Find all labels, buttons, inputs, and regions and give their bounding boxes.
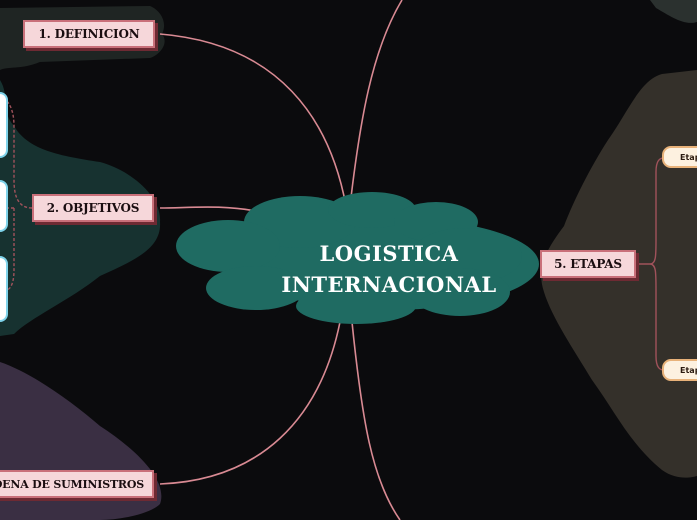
top-right-region (650, 0, 697, 23)
connector-objetivos-subs (5, 99, 33, 291)
central-cloud (176, 192, 539, 324)
topic-cadena-label: CADENA DE SUMINISTROS (0, 477, 144, 491)
subtopic-etapa-bottom[interactable]: Etapa (662, 359, 697, 381)
topic-objetivos-label: 2. OBJETIVOS (46, 201, 140, 215)
topic-etapas[interactable]: 5. ETAPAS (540, 250, 636, 278)
subtopic-etapa-top[interactable]: Etapa (662, 146, 697, 168)
central-topic[interactable]: LOGISTICA INTERNACIONAL (262, 238, 516, 300)
connector-etapas-subs (636, 157, 665, 371)
topic-objetivos[interactable]: 2. OBJETIVOS (32, 194, 154, 222)
connector-cadena (159, 321, 341, 485)
central-topic-line2: INTERNACIONAL (281, 272, 497, 297)
connector-objetivos (159, 206, 263, 213)
connector-definicion (159, 33, 347, 207)
topic-definicion[interactable]: 1. DEFINICION (23, 20, 155, 48)
objetivo-item-1[interactable] (0, 92, 8, 158)
topic-cadena-de-suministros[interactable]: CADENA DE SUMINISTROS (0, 470, 154, 498)
central-topic-line1: LOGISTICA (319, 241, 459, 266)
connector-bottom (351, 321, 401, 520)
topic-etapas-label: 5. ETAPAS (554, 257, 622, 271)
subtopic-etapa-top-label: Etapa (680, 153, 697, 162)
objetivo-item-3[interactable] (0, 256, 8, 322)
subtopic-etapa-bottom-label: Etapa (680, 366, 697, 375)
objetivo-item-2[interactable] (0, 180, 8, 232)
topic-definicion-label: 1. DEFINICION (38, 27, 140, 41)
connector-top (349, 0, 403, 207)
